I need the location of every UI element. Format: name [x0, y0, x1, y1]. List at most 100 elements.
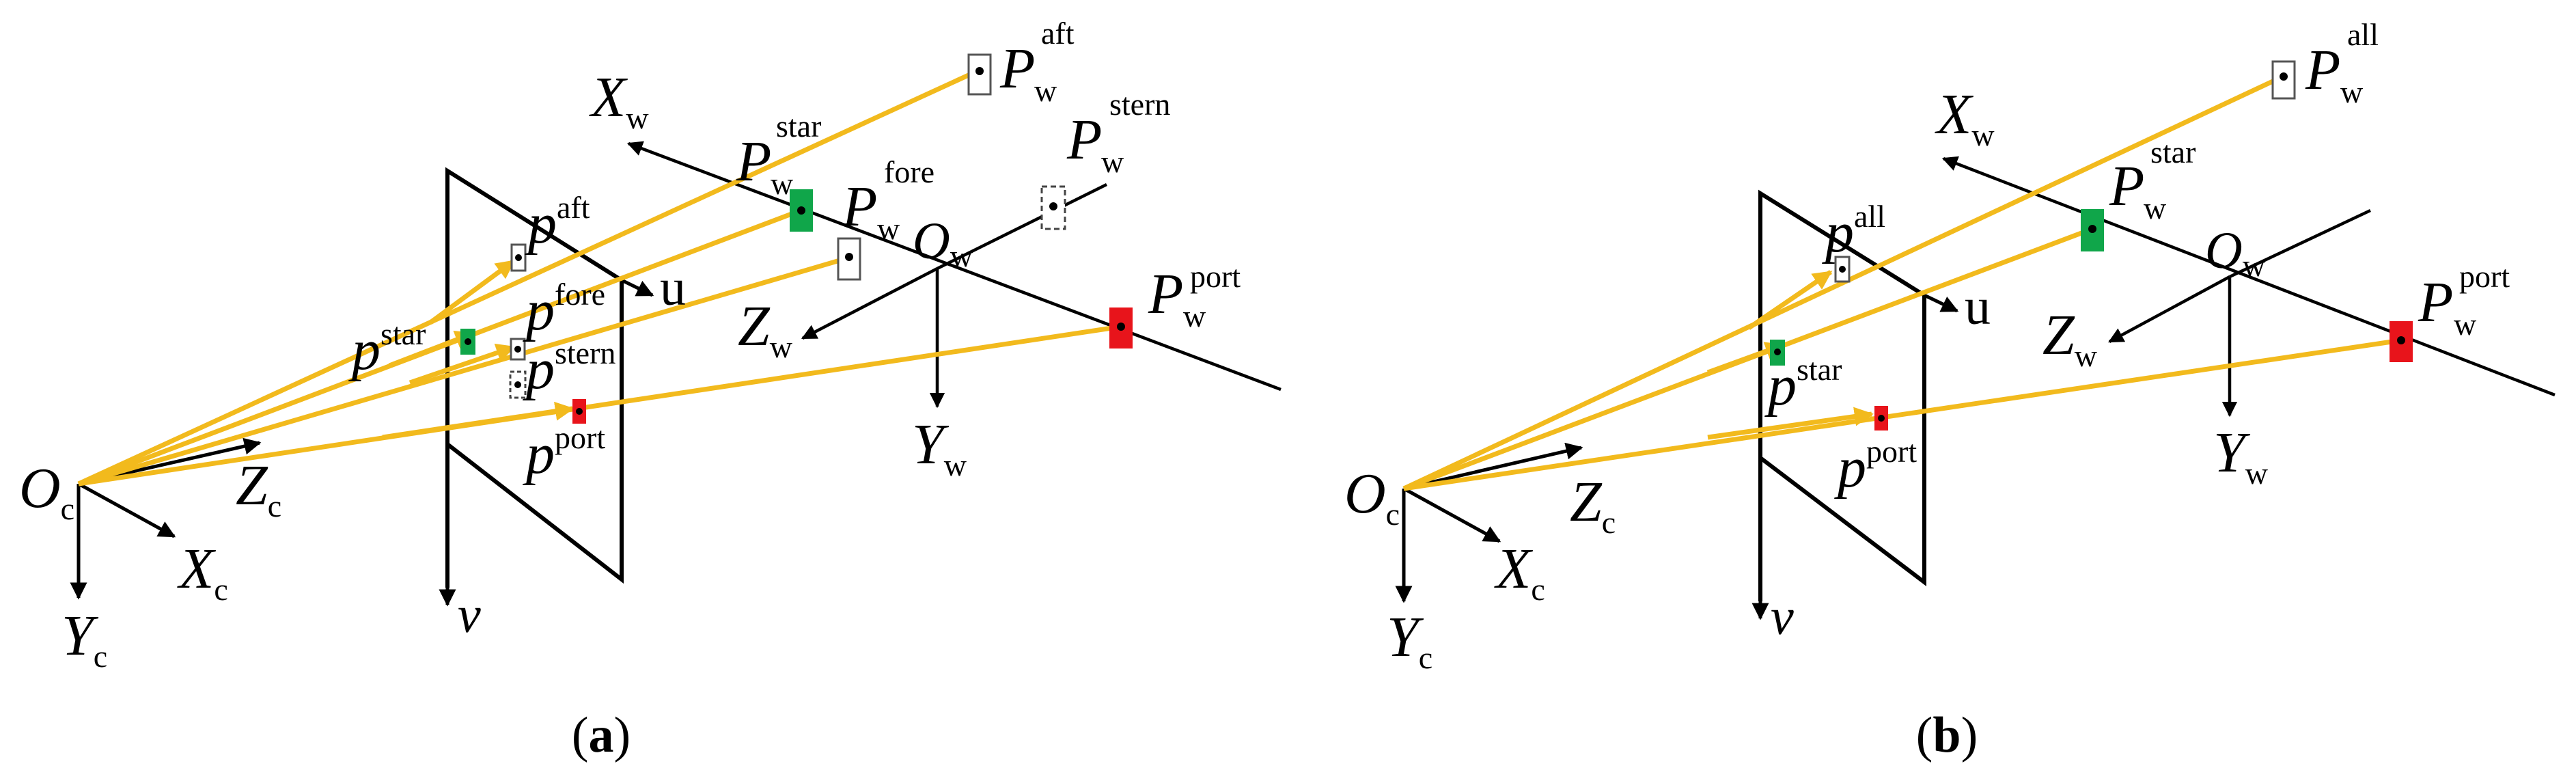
- label-P-port-sub-b: w: [2454, 307, 2477, 342]
- label-P-star-a: P: [736, 130, 771, 193]
- dot-P-aft-a: [975, 67, 984, 75]
- ray-arrow-all-b: [1747, 270, 1833, 330]
- label-P-all-sup-b: all: [2347, 17, 2379, 52]
- label-world-y-a: Yw: [912, 413, 967, 482]
- dot-p-star-a: [465, 338, 471, 345]
- dot-p-all-b: [1839, 266, 1846, 273]
- label-P-stern-sub-a: w: [1101, 144, 1124, 179]
- label-P-port-sub-a: w: [1183, 299, 1206, 333]
- label-P-fore-sub-a: w: [877, 211, 900, 246]
- label-camera-z-a: Zc: [236, 454, 281, 523]
- label-P-star-b: P: [2109, 154, 2144, 218]
- camera-x-axis-a: [77, 482, 176, 538]
- label-P-fore-sup-a: fore: [884, 154, 934, 189]
- label-P-port-b: P: [2418, 271, 2453, 334]
- ray-port-a: [78, 324, 1122, 487]
- dot-P-star-b: [2088, 225, 2096, 233]
- image-plane-b: [1751, 189, 1959, 620]
- world-frame-a: [626, 141, 1282, 409]
- ray-aft-a: [77, 68, 980, 487]
- ray-port-b: [1403, 338, 2402, 491]
- ray-arrow-port-a: [382, 401, 574, 440]
- label-camera-origin-a: Oc: [19, 456, 74, 526]
- image-u-axis-a: [620, 278, 654, 297]
- camera-z-axis-b: [1403, 442, 1583, 491]
- label-camera-x-a: Xc: [177, 537, 228, 607]
- ray-arrow-fore-a: [408, 343, 516, 385]
- label-P-star-sup-b: star: [2150, 135, 2196, 169]
- label-camera-origin-b: Oc: [1344, 462, 1400, 532]
- world-markers-b: [2081, 60, 2413, 362]
- label-P-star-sub-b: w: [2144, 191, 2167, 226]
- label-world-origin-a: Ow: [913, 213, 973, 273]
- label-world-y-b: Yw: [2213, 421, 2269, 491]
- label-p-star-a: pstar: [348, 316, 426, 382]
- label-P-all-sub-b: w: [2340, 74, 2364, 109]
- label-P-port-sup-a: port: [1190, 259, 1241, 294]
- dot-p-port-a: [576, 408, 583, 415]
- label-P-port-sup-b: port: [2459, 259, 2510, 294]
- image-u-axis-b: [1923, 293, 1959, 313]
- label-P-aft-sup-a: aft: [1041, 16, 1075, 51]
- label-world-z-b: Zw: [2042, 303, 2098, 373]
- camera-frame-b: [1395, 442, 1583, 603]
- label-p-port-a: pport: [523, 420, 605, 486]
- dot-p-fore-a: [514, 346, 521, 353]
- label-P-stern-a: P: [1066, 108, 1102, 172]
- caption-b: (b): [1916, 707, 1978, 763]
- label-world-x-b: Xw: [1935, 83, 1995, 152]
- dot-P-fore-a: [845, 253, 853, 261]
- label-p-fore-a: pfore: [523, 277, 605, 342]
- label-image-v-b: v: [1771, 588, 1794, 646]
- ray-arrow-aft-a: [428, 259, 516, 325]
- world-z-axis-b: [2108, 275, 2231, 343]
- world-stern-line-b: [2229, 208, 2371, 279]
- label-image-u-a: u: [660, 259, 686, 316]
- world-stern-line-a: [937, 182, 1107, 271]
- label-p-all-b: pall: [1822, 199, 1885, 264]
- dot-p-stern-a: [514, 381, 521, 388]
- camera-frame-a: [70, 437, 262, 600]
- rays-a: [77, 68, 1122, 487]
- world-frame-b: [1941, 156, 2556, 418]
- world-x-axis-a: [626, 141, 1282, 392]
- dot-P-stern-a: [1049, 202, 1057, 210]
- ray-arrow-star-a: [388, 330, 475, 368]
- label-p-port-b: pport: [1834, 434, 1917, 500]
- ray-arrow-port-b: [1707, 407, 1874, 440]
- panel-b: Oc Xc Yc Zc u v Ow Xw Zw Yw pall pstar p…: [1344, 17, 2556, 763]
- dot-p-aft-a: [515, 254, 522, 261]
- label-P-aft-a: P: [999, 37, 1035, 100]
- dot-P-star-a: [797, 206, 805, 215]
- labels-b: Oc Xc Yc Zc u v Ow Xw Zw Yw pall pstar p…: [1344, 17, 2510, 763]
- label-P-stern-sup-a: stern: [1109, 87, 1170, 122]
- label-p-aft-a: paft: [525, 190, 590, 256]
- label-camera-x-b: Xc: [1494, 537, 1545, 607]
- panel-a: Oc Xc Yc Zc u v Ow Xw Zw Yw paft pstar p…: [19, 16, 1282, 763]
- label-camera-y-a: Yc: [61, 604, 107, 674]
- label-camera-y-b: Yc: [1387, 605, 1432, 675]
- label-p-star-b: pstar: [1764, 352, 1842, 418]
- label-P-fore-a: P: [842, 175, 877, 238]
- world-x-axis-b: [1941, 156, 2556, 397]
- world-z-axis-a: [801, 267, 939, 340]
- label-P-all-b: P: [2305, 38, 2340, 102]
- label-image-v-a: v: [458, 586, 481, 644]
- camera-x-axis-b: [1402, 487, 1501, 543]
- label-world-origin-b: Ow: [2205, 222, 2266, 283]
- label-P-port-a: P: [1148, 262, 1183, 326]
- label-world-z-a: Zw: [738, 295, 793, 364]
- caption-a: (a): [572, 707, 631, 763]
- dot-P-port-a: [1117, 323, 1125, 331]
- image-markers-a: [460, 243, 586, 424]
- dot-P-port-b: [2397, 336, 2405, 344]
- label-P-star-sub-a: w: [771, 166, 794, 201]
- marker-P-all-b: [2271, 60, 2296, 100]
- world-markers-a: [790, 53, 1133, 348]
- image-markers-b: [1770, 256, 1888, 430]
- ray-fore-a: [78, 255, 850, 487]
- labels-a: Oc Xc Yc Zc u v Ow Xw Zw Yw paft pstar p…: [19, 16, 1241, 763]
- label-world-x-a: Xw: [589, 66, 649, 135]
